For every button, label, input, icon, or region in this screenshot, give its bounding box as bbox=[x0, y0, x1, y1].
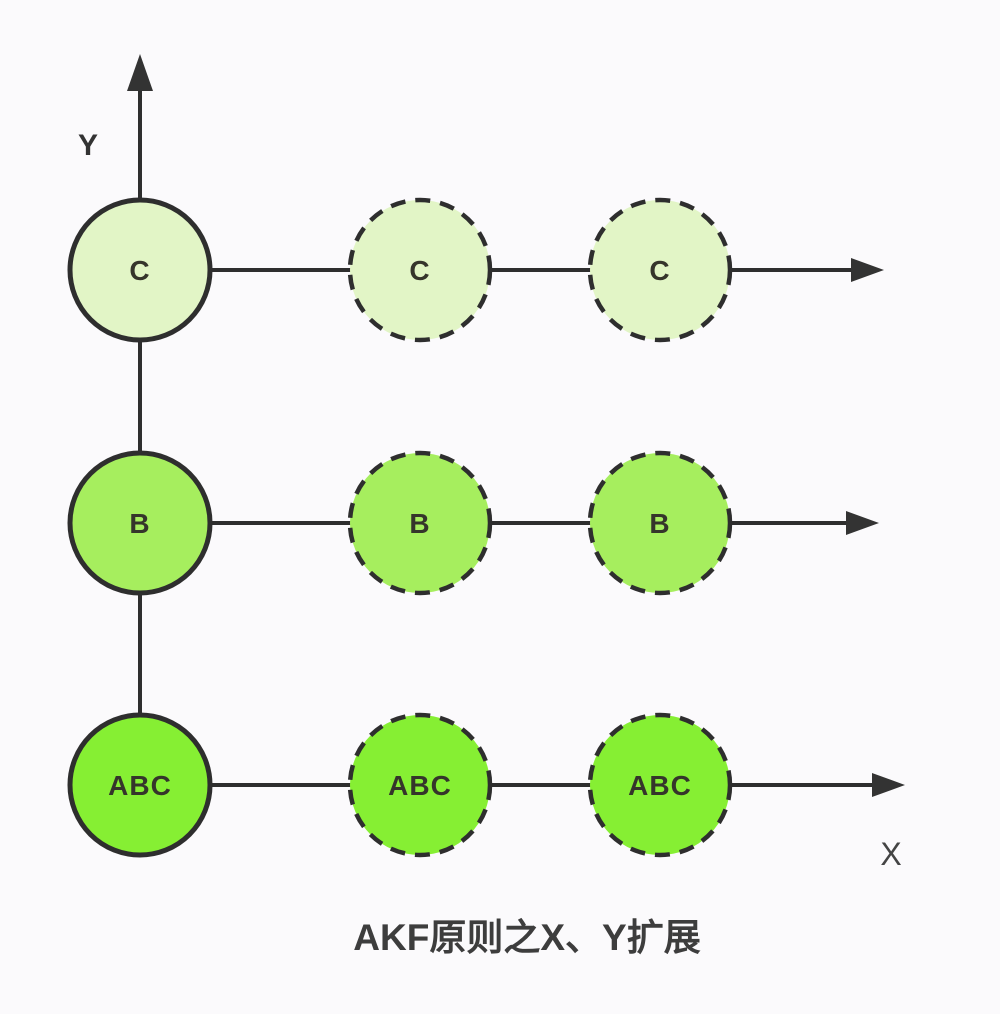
node-c-dashed-2-label: C bbox=[649, 255, 670, 286]
node-b-solid bbox=[67, 450, 213, 596]
y-axis-label: Y bbox=[78, 129, 98, 162]
node-c-dashed-2 bbox=[587, 197, 733, 343]
node-c-solid bbox=[67, 197, 213, 343]
row-c-arrowhead-icon bbox=[851, 258, 884, 282]
node-b-dashed-2-label: B bbox=[649, 508, 670, 539]
node-b-dashed-2 bbox=[587, 450, 733, 596]
node-c-dashed-1-label: C bbox=[409, 255, 430, 286]
row-abc-arrowhead-icon bbox=[872, 773, 905, 797]
x-axis-label: X bbox=[880, 836, 901, 872]
node-c-solid-label: C bbox=[129, 255, 150, 286]
node-abc-dashed-2 bbox=[587, 712, 733, 858]
node-c-dashed-1 bbox=[347, 197, 493, 343]
node-b-dashed-1 bbox=[347, 450, 493, 596]
row-b-arrowhead-icon bbox=[846, 511, 879, 535]
diagram-title: AKF原则之X、Y扩展 bbox=[353, 917, 700, 958]
node-b-solid-label: B bbox=[129, 508, 150, 539]
node-abc-dashed-2-label: ABC bbox=[628, 770, 692, 801]
node-b-dashed-1-label: B bbox=[409, 508, 430, 539]
y-axis-arrowhead-icon bbox=[127, 54, 153, 91]
node-abc-dashed-1 bbox=[347, 712, 493, 858]
node-abc-solid bbox=[67, 712, 213, 858]
node-abc-solid-label: ABC bbox=[108, 770, 172, 801]
node-abc-dashed-1-label: ABC bbox=[388, 770, 452, 801]
